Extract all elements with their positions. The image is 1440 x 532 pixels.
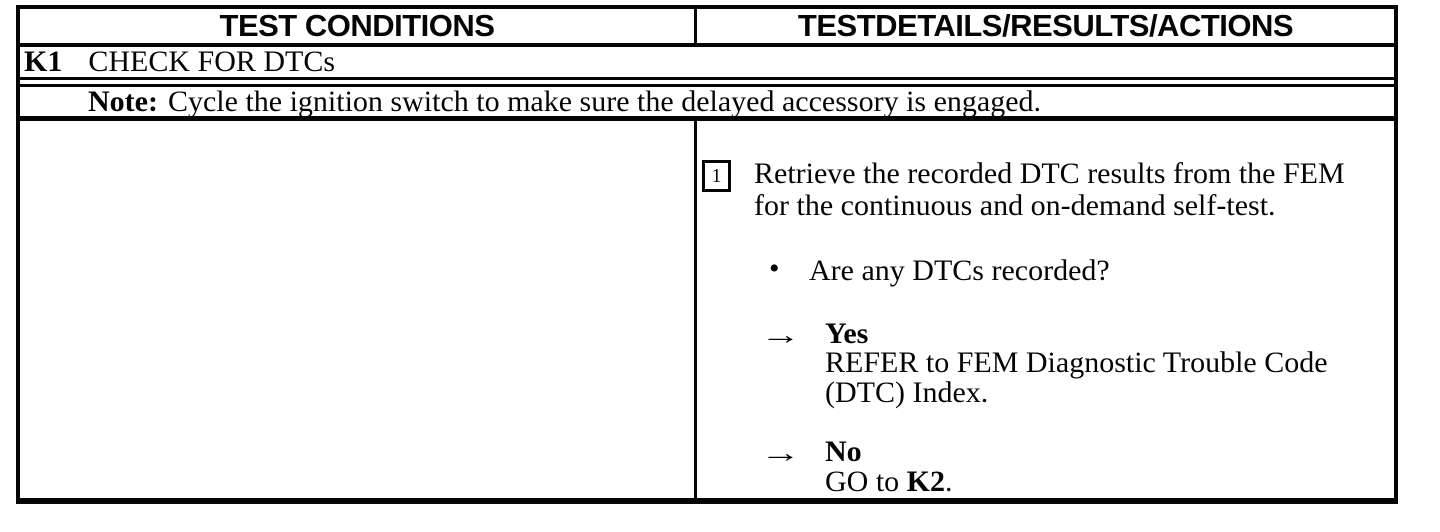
instruction-line: Retrieve the recorded DTC results from t… bbox=[754, 157, 1345, 190]
test-details-cell: 1 Retrieve the recorded DTC results from… bbox=[697, 121, 1394, 498]
pinpoint-test-table: TEST CONDITIONS TESTDETAILS/RESULTS/ACTI… bbox=[16, 5, 1398, 504]
note-label: Note: bbox=[88, 84, 158, 118]
yes-action-line: (DTC) Index. bbox=[825, 376, 989, 409]
no-action-suffix: . bbox=[945, 465, 953, 498]
yes-label: Yes bbox=[825, 317, 869, 350]
no-action-prefix: GO to bbox=[825, 465, 907, 498]
note-row: Note: Cycle the ignition switch to make … bbox=[20, 84, 1394, 121]
table-body-row: 1 Retrieve the recorded DTC results from… bbox=[20, 121, 1394, 498]
instruction-line: for the continuous and on-demand self-te… bbox=[754, 189, 1276, 222]
bullet-icon: • bbox=[769, 252, 780, 285]
no-label: No bbox=[825, 435, 862, 468]
test-step-id: K1 bbox=[24, 45, 63, 78]
step-number-box: 1 bbox=[702, 160, 731, 192]
test-conditions-cell bbox=[20, 121, 697, 498]
no-arrow-icon: → bbox=[760, 438, 801, 469]
double-rule-gap bbox=[20, 80, 1394, 84]
test-step-title: CHECK FOR DTCs bbox=[88, 45, 336, 78]
header-cell-test-conditions: TEST CONDITIONS bbox=[20, 8, 697, 43]
yes-arrow-icon: → bbox=[760, 320, 801, 351]
question-text: Are any DTCs recorded? bbox=[809, 254, 1110, 287]
no-action-target: K2 bbox=[906, 465, 946, 498]
no-action-line: GO to K2. bbox=[825, 466, 953, 498]
table-header-row: TEST CONDITIONS TESTDETAILS/RESULTS/ACTI… bbox=[20, 8, 1394, 47]
test-step-row: K1 CHECK FOR DTCs bbox=[20, 45, 1394, 80]
yes-action-line: REFER to FEM Diagnostic Trouble Code bbox=[825, 346, 1328, 379]
step-number: 1 bbox=[711, 165, 722, 187]
header-cell-test-details-results-actions: TESTDETAILS/RESULTS/ACTIONS bbox=[797, 8, 1294, 43]
note-text: Cycle the ignition switch to make sure t… bbox=[167, 84, 1042, 118]
